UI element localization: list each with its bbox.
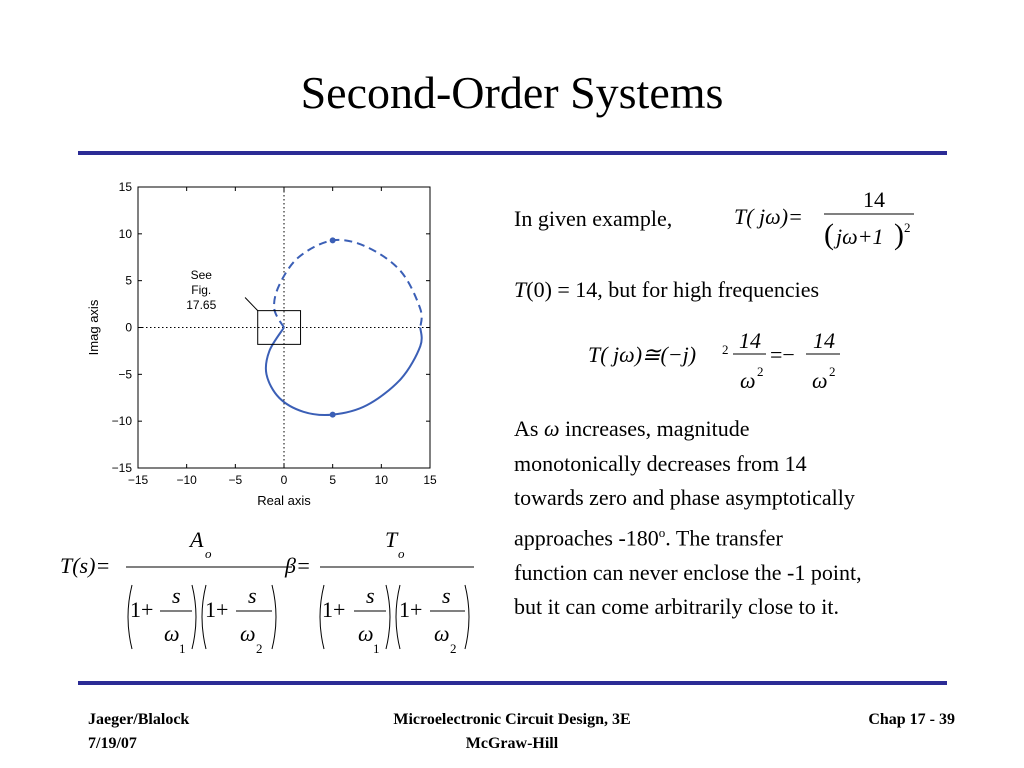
eq4-num-sub: o (398, 546, 405, 561)
arrow-bottom (329, 411, 336, 418)
eq4-w-b: ω (434, 621, 450, 646)
footer-center: Microelectronic Circuit Design, 3E McGra… (393, 711, 631, 752)
eq2-pow: 2 (722, 342, 729, 357)
eq1-lhs: T( jω)= (734, 204, 803, 229)
x-tick-label: 15 (423, 473, 437, 487)
eq1-num: 14 (863, 187, 885, 212)
eq4-w2: 2 (450, 641, 457, 656)
eq4-lhs: β= (284, 553, 311, 578)
annotation-text: 17.65 (186, 298, 216, 312)
x-tick-label: −5 (228, 473, 242, 487)
bottom-rule (78, 681, 947, 685)
explanation-paragraph: As ω increases, magnitude monotonically … (514, 416, 862, 620)
eq4-one-a: 1+ (322, 597, 345, 622)
eq1-paren-r: ) (894, 218, 904, 251)
eq1-den: jω+1 (833, 224, 884, 249)
eq2-num2: 14 (813, 328, 835, 353)
intro-text: In given example, (514, 206, 673, 231)
y-tick-label: −15 (112, 461, 133, 475)
eq4-w-a: ω (358, 621, 374, 646)
eq4-s-b: s (442, 583, 451, 608)
eq4-num: T (385, 527, 399, 552)
eq2-den2-pow: 2 (829, 364, 836, 379)
y-axis-label: Imag axis (86, 299, 101, 355)
eq4-w1: 1 (373, 641, 380, 656)
y-tick-label: 10 (119, 227, 133, 241)
eq3-lhs: T(s)= (60, 553, 110, 578)
zoom-box (257, 310, 302, 345)
eq2-den2: ω (812, 368, 828, 393)
eq4-s-a: s (366, 583, 375, 608)
slide-title: Second-Order Systems (300, 67, 724, 118)
eq3-w-b: ω (240, 621, 256, 646)
eq3-one-b: 1+ (205, 597, 228, 622)
top-rule (78, 151, 947, 155)
eq3-s-b: s (248, 583, 257, 608)
nyquist-curve-solid (264, 326, 423, 417)
arrow-top (329, 237, 336, 244)
t0-line: T(0) = 14, but for high frequencies (514, 277, 820, 302)
y-tick-label: 0 (125, 321, 132, 335)
eq2-lhs: T( jω)≅(−j) (588, 342, 696, 367)
eq2-mid: =− (770, 342, 795, 367)
x-tick-label: 0 (281, 473, 288, 487)
eq2-num: 14 (739, 328, 761, 353)
annotation-text: See (191, 268, 213, 282)
eq1-pow: 2 (904, 220, 911, 235)
x-tick-label: −10 (176, 473, 197, 487)
x-tick-label: 5 (329, 473, 336, 487)
eq3-w1: 1 (179, 641, 186, 656)
eq4-one-b: 1+ (399, 597, 422, 622)
eq2-den: ω (740, 368, 756, 393)
equation-high-freq: T( jω)≅(−j) 2 14 ω 2 =− 14 ω 2 (588, 328, 840, 393)
y-tick-label: 15 (119, 180, 133, 194)
eq3-w-a: ω (164, 621, 180, 646)
eq3-w2: 2 (256, 641, 263, 656)
eq3-one-a: 1+ (130, 597, 153, 622)
eq3-num: A (188, 527, 204, 552)
y-tick-label: −10 (112, 414, 133, 428)
eq3-s-a: s (172, 583, 181, 608)
annotation-leader (244, 297, 259, 311)
eq3-num-sub: o (205, 546, 212, 561)
eq1-paren-l: ( (824, 218, 834, 251)
y-tick-label: 5 (125, 274, 132, 288)
y-tick-label: −5 (118, 367, 132, 381)
footer-right: Chap 17 - 39 (868, 711, 955, 728)
annotation-text: Fig. (191, 283, 211, 297)
x-tick-label: 10 (375, 473, 389, 487)
transfer-equations: T(s)= A o 1+ s ω 1 1+ s ω 2 β= T o 1+ s … (60, 527, 474, 656)
x-axis-label: Real axis (257, 493, 311, 508)
footer-left: Jaeger/Blalock 7/19/07 (88, 711, 190, 752)
eq2-den-pow: 2 (757, 364, 764, 379)
x-tick-label: −15 (128, 473, 149, 487)
nyquist-curve-dashed (273, 238, 423, 329)
equation-tjw: T( jω)= 14 ( jω+1 ) 2 (734, 187, 914, 251)
